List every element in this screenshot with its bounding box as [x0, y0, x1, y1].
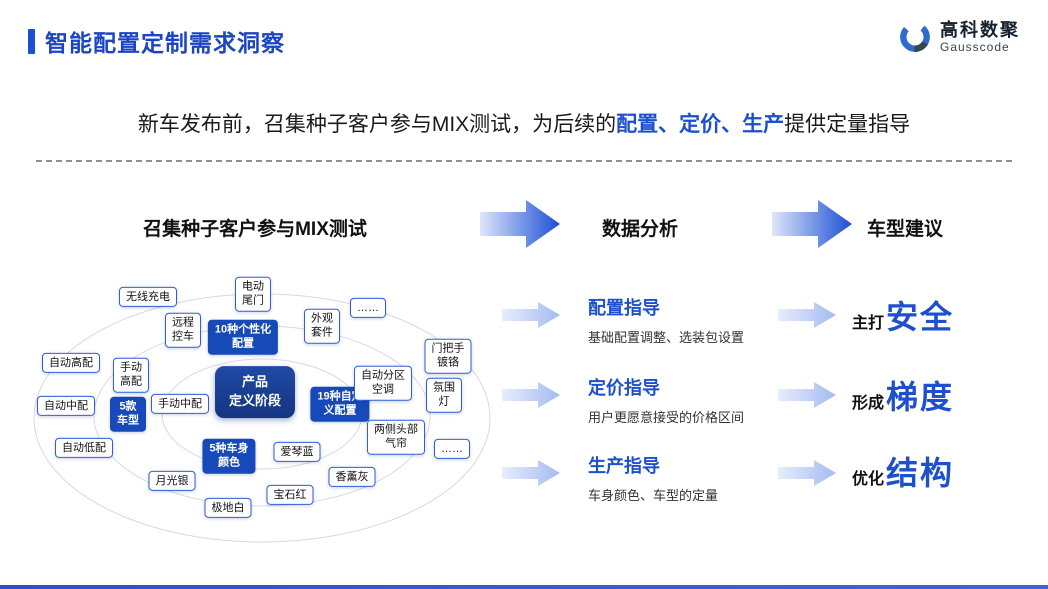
header: 智能配置定制需求洞察	[28, 24, 285, 58]
suggestion-word: 梯度	[886, 379, 955, 415]
diagram-node: 自动低配	[55, 437, 113, 459]
analysis-block: 配置指导 基础配置调整、选装包设置	[588, 294, 778, 346]
analysis-arrow-right	[778, 382, 836, 408]
analysis-desc: 用户更愿意接受的价格区间	[588, 410, 745, 425]
dashed-divider	[36, 160, 1012, 162]
page-title: 智能配置定制需求洞察	[45, 30, 285, 56]
suggestion-prefix: 形成	[852, 395, 885, 412]
diagram-node: 爱琴蓝	[273, 441, 321, 463]
subtitle-post: 提供定量指导	[784, 113, 911, 136]
diagram-node-filled: 19种自定 义配置	[310, 386, 370, 422]
analysis-title: 定价指导	[588, 378, 660, 398]
analysis-arrow-left	[502, 302, 560, 328]
logo: 高科数聚 Gausscode	[898, 20, 1020, 54]
diagram-center-node: 产品 定义阶段	[214, 366, 296, 418]
diagram-node: 无线充电	[119, 286, 177, 308]
analysis-arrow-right	[778, 460, 836, 486]
diagram-node: 自动高配	[42, 352, 100, 374]
analysis-desc: 车身颜色、车型的定量	[588, 488, 719, 503]
logo-name: 高科数聚	[940, 20, 1020, 40]
analysis-arrow-left	[502, 460, 560, 486]
analysis-desc: 基础配置调整、选装包设置	[588, 330, 745, 345]
subtitle: 新车发布前，召集种子客户参与MIX测试，为后续的配置、定价、生产提供定量指导	[0, 108, 1048, 138]
diagram-node: 外观 套件	[304, 308, 340, 344]
diagram-node: 手动 高配	[113, 357, 149, 393]
diagram-node: 门把手 镀铬	[424, 338, 472, 374]
analysis-block: 定价指导 用户更愿意接受的价格区间	[588, 374, 778, 426]
diagram-node: ……	[434, 438, 470, 460]
suggestion: 优化 结构	[852, 448, 954, 494]
diagram-node: ……	[350, 297, 386, 319]
diagram-node-filled: 5种车身 颜色	[202, 438, 256, 474]
diagram-node: 远程 控车	[165, 312, 201, 348]
suggestion-prefix: 主打	[852, 315, 885, 332]
suggestion-prefix: 优化	[852, 471, 885, 488]
analysis-title: 生产指导	[588, 456, 660, 476]
diagram-node: 自动中配	[37, 395, 95, 417]
diagram-node: 两侧头部 气帘	[367, 419, 425, 455]
logo-text: 高科数聚 Gausscode	[940, 20, 1020, 54]
flow-step2-title: 数据分析	[601, 219, 678, 240]
gausscode-logo-icon	[900, 22, 930, 53]
logo-subname: Gausscode	[940, 39, 1010, 54]
diagram-node: 香薰灰	[328, 466, 376, 488]
diagram-node: 氛围 灯	[426, 377, 462, 413]
diagram-node: 极地白	[204, 497, 252, 519]
analysis-arrow-right	[778, 302, 836, 328]
title-accent-bar	[28, 28, 35, 54]
diagram-node: 电动 尾门	[235, 276, 271, 312]
diagram-node: 手动中配	[151, 393, 209, 415]
flow-arrow-2	[772, 200, 852, 248]
analysis-title: 配置指导	[588, 298, 660, 318]
suggestion-word: 安全	[886, 299, 955, 335]
diagram-node-filled: 5款 车型	[110, 396, 146, 432]
diagram-node: 宝石红	[266, 484, 314, 506]
suggestion: 主打 安全	[852, 292, 954, 338]
subtitle-highlight: 配置、定价、生产	[616, 113, 785, 136]
flow-arrow-1	[480, 200, 560, 248]
suggestion-word: 结构	[886, 455, 955, 491]
flow-step3-title: 车型建议	[866, 219, 943, 240]
flow-step1-title: 召集种子客户参与MIX测试	[143, 219, 367, 240]
subtitle-pre: 新车发布前，召集种子客户参与MIX测试，为后续的	[137, 113, 617, 136]
diagram-ellipses	[33, 293, 491, 543]
analysis-arrow-left	[502, 382, 560, 408]
bottom-accent-bar	[0, 585, 1048, 589]
suggestion: 形成 梯度	[852, 372, 954, 418]
diagram-node: 自动分区 空调	[354, 365, 412, 401]
mix-test-diagram: 无线充电 电动 尾门 远程 控车 10种个性化 配置 外观 套件 …… 自动高配…	[28, 268, 498, 568]
analysis-block: 生产指导 车身颜色、车型的定量	[588, 452, 778, 504]
diagram-node: 月光银	[148, 470, 196, 492]
diagram-node-filled: 10种个性化 配置	[207, 319, 279, 355]
